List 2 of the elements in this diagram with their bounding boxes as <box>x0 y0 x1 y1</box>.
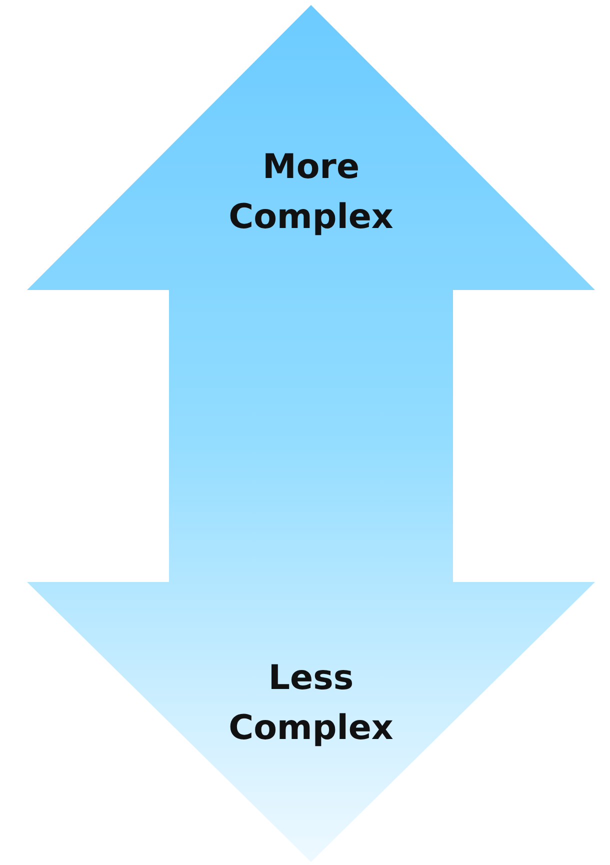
arrow-label: More Complex <box>228 146 394 239</box>
arrow-label: Less Complex <box>228 657 394 750</box>
